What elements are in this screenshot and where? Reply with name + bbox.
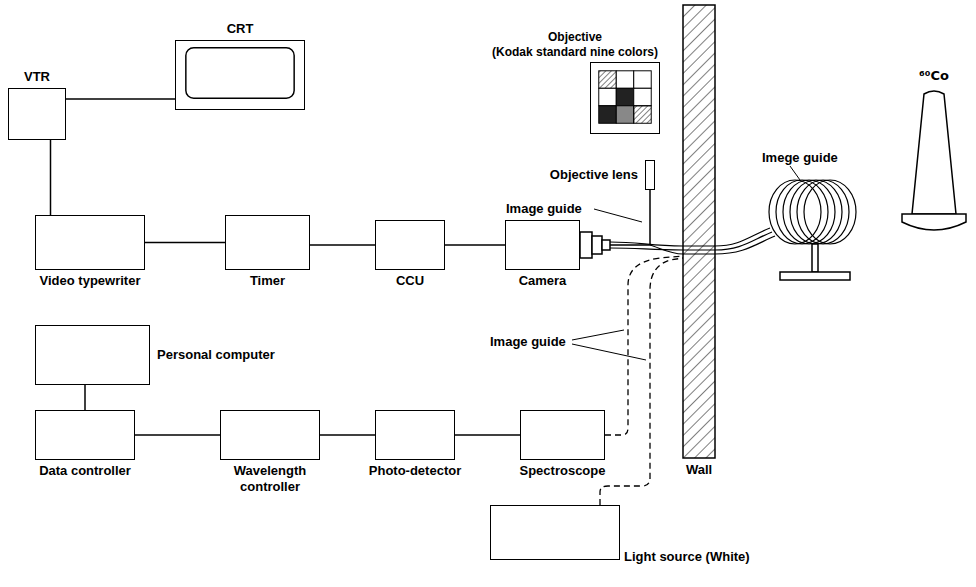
node-label: CCU [396,273,424,289]
crt-monitor: CRT [175,40,305,110]
node-label: Wall [686,462,712,478]
signal-line [455,434,520,436]
node-text: ⁶⁰Co [919,68,949,84]
data-controller-box: Data controller [35,410,135,460]
ccu-box: CCU [375,220,445,270]
wavelength-controller-box: Wavelength controller [220,410,320,460]
node-label: CRT [227,21,254,37]
signal-line [135,434,220,436]
node-text: Timer [250,273,285,289]
computer-box: Personal computer [35,325,150,385]
node-label: Photo-detector [369,463,461,479]
crt-screen [176,41,304,109]
node-label: Wavelength controller [215,463,325,494]
coil-stand [780,244,850,280]
node-label: Spectroscope [520,463,606,479]
node-text: CCU [396,273,424,289]
node-text: Camera [519,273,567,289]
image-guide-coil [769,180,856,244]
node-label: Camera [519,273,567,289]
node-text: Light source (White) [624,549,750,565]
node-text: Photo-detector [369,463,461,479]
image-guide-label: Imege guide [760,150,840,165]
node-text: VTR [24,69,50,85]
image-guide-label: Image guide [504,201,584,216]
timer-box: Timer [225,215,310,270]
signal-line [445,244,505,246]
node-text: Personal computer [157,347,275,363]
node-label: Data controller [39,463,131,479]
wall-hatching [683,5,715,458]
node-label: ⁶⁰Co [919,68,949,84]
source-container [900,88,968,238]
signal-line [145,242,225,244]
signal-line [310,244,375,246]
signal-line [50,140,52,215]
camera-lens [580,232,610,258]
node-label: Video typewriter [40,273,141,289]
node-text: Spectroscope [520,463,606,479]
node-label: Objective(Kodak standard nine colors) [492,30,658,59]
light-source-box: Light source (White) [490,505,620,560]
dashed-image-guide [600,256,683,505]
node-text: Objective lens [550,167,638,183]
node-label: Objective lens [550,167,638,183]
node-text: Video typewriter [40,273,141,289]
vtr-box: VTR [8,88,66,140]
node-label: Light source (White) [624,549,750,565]
color-patches [591,63,659,133]
spectroscope-box: Spectroscope [520,410,605,460]
node-text: Objective [548,30,602,44]
node-text: Data controller [39,463,131,479]
signal-line [320,434,375,436]
objective-lens: Objective lens [645,160,655,190]
shield-wall: Wall [683,5,715,458]
node-text: Wall [686,462,712,478]
image-guide-label: Image guide [488,334,568,349]
node-label: VTR [24,69,50,85]
node-label: Personal computer [157,347,275,363]
node-text: Wavelength controller [215,463,325,494]
color-chart: Objective(Kodak standard nine colors) [590,62,660,134]
node-text: CRT [227,21,254,37]
camera-box: Camera [505,220,580,270]
signal-line [66,98,175,100]
photo-detector-box: Photo-detector [375,410,455,460]
cobalt-source: ⁶⁰Co [900,88,968,238]
node-label: Timer [250,273,285,289]
node-text: (Kodak standard nine colors) [492,45,658,59]
signal-line [84,385,86,410]
video-typewriter-box: Video typewriter [35,215,145,270]
